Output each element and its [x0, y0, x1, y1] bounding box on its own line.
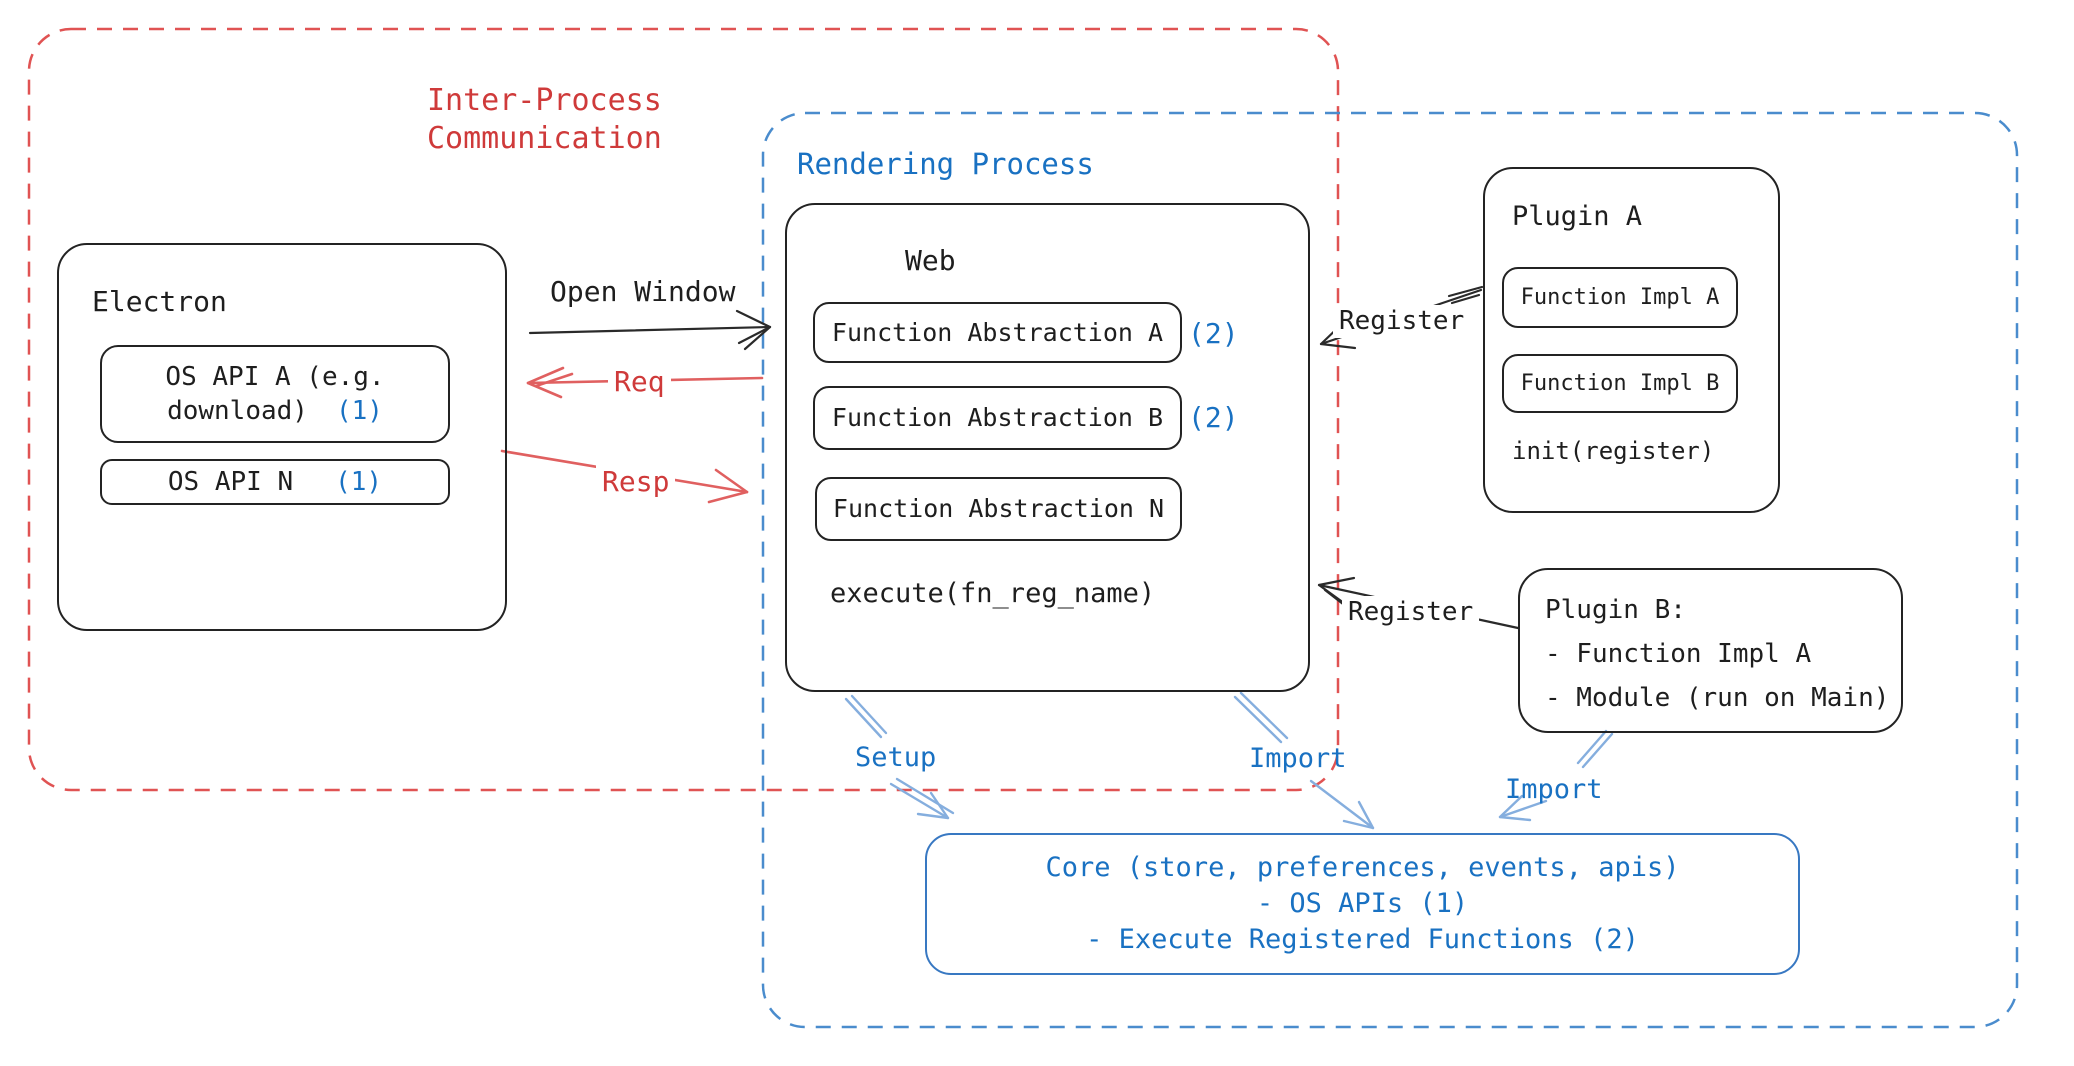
- function-impl-b-box: Function Impl B: [1502, 354, 1738, 413]
- import-plugin-arrow-seg1: [1581, 732, 1614, 769]
- register-a-arrow-tail: [1447, 285, 1484, 298]
- ipc-region-outline: [27, 27, 1340, 792]
- setup-arrow: [844, 694, 955, 820]
- function-abstraction-b-badge: (2): [1188, 401, 1239, 434]
- setup-arrow-seg2: [889, 782, 950, 820]
- open-window-arrow: [528, 309, 772, 351]
- os-api-a-text2: download): [167, 396, 308, 426]
- core-box: Core (store, preferences, events, apis) …: [925, 833, 1800, 975]
- setup-arrow-seg1: [844, 697, 883, 739]
- plugin-b-line1: Plugin B:: [1545, 595, 1686, 625]
- function-abstraction-b-box: Function Abstraction B: [813, 386, 1182, 450]
- setup-arrow-seg2-echo: [895, 777, 955, 815]
- plugin-b-box: [1518, 568, 1903, 733]
- resp-label: Resp: [596, 464, 676, 499]
- os-api-n-badge: (1): [335, 467, 383, 497]
- plugin-a-title: Plugin A: [1512, 201, 1643, 232]
- req-label: Req: [608, 364, 671, 399]
- import-web-arrow: [1233, 691, 1375, 830]
- core-line3: - Execute Registered Functions (2): [1086, 924, 1639, 955]
- electron-title: Electron: [92, 285, 227, 318]
- function-impl-b-text: Function Impl B: [1520, 370, 1720, 396]
- open-window-arrow-head-echo: [743, 325, 772, 351]
- import-web-arrow-seg2: [1309, 779, 1375, 830]
- ipc-label-line1: Inter-Process: [427, 83, 662, 118]
- import-plugin-arrow-seg1-echo: [1576, 729, 1608, 765]
- register-b-label: Register: [1342, 596, 1480, 629]
- os-api-a-text1: OS API A (e.g.: [165, 362, 385, 392]
- os-api-a-line2: download) (1): [167, 394, 383, 428]
- web-title: Web: [905, 244, 956, 277]
- import-plugin-label: Import: [1505, 774, 1603, 805]
- plugin-b-text: Plugin B: - Function Impl A - Module (ru…: [1545, 588, 1889, 720]
- electron-box: [57, 243, 507, 631]
- function-abstraction-b-text: Function Abstraction B: [831, 403, 1164, 432]
- function-impl-a-box: Function Impl A: [1502, 267, 1738, 328]
- init-register-label: init(register): [1512, 437, 1715, 465]
- core-line2: - OS APIs (1): [1256, 888, 1469, 919]
- function-abstraction-n-box: Function Abstraction N: [815, 477, 1182, 541]
- setup-arrow-head: [916, 791, 950, 820]
- import-plugin-arrow: [1498, 729, 1614, 822]
- register-a-arrow-tail-echo: [1450, 293, 1481, 305]
- req-arrow-head: [526, 366, 565, 399]
- open-window-arrow-shaft: [528, 325, 772, 335]
- web-box: [785, 203, 1310, 692]
- rendering-region-outline: [761, 111, 2019, 1029]
- os-api-a-badge: (1): [335, 396, 383, 426]
- ipc-label-line2: Communication: [427, 120, 662, 156]
- resp-arrow-head: [707, 468, 749, 504]
- import-web-arrow-seg1-echo: [1239, 691, 1289, 740]
- os-api-n-text: OS API N: [167, 467, 294, 497]
- function-abstraction-a-box: Function Abstraction A: [813, 302, 1182, 363]
- register-a-label: Register: [1333, 305, 1471, 338]
- req-arrow-head-echo: [534, 372, 574, 388]
- function-abstraction-a-text: Function Abstraction A: [831, 317, 1164, 347]
- function-abstraction-a-badge: (2): [1188, 317, 1239, 350]
- os-api-a-box: OS API A (e.g. download) (1): [100, 345, 450, 443]
- plugin-a-box: [1483, 167, 1780, 513]
- os-api-a-line1: OS API A (e.g.: [165, 360, 384, 394]
- function-abstraction-n-text: Function Abstraction N: [832, 494, 1165, 523]
- rendering-region-label: Rendering Process: [797, 147, 1094, 181]
- import-plugin-arrow-seg2: [1498, 799, 1548, 819]
- os-api-n-box: OS API N (1): [100, 459, 450, 505]
- import-web-label: Import: [1249, 743, 1347, 774]
- plugin-b-line2: - Function Impl A: [1545, 639, 1812, 669]
- plugin-b-line3: - Module (run on Main): [1545, 683, 1890, 713]
- import-web-arrow-head: [1342, 800, 1375, 830]
- os-api-n-line: OS API N (1): [168, 465, 382, 499]
- setup-arrow-seg1-echo: [850, 694, 888, 735]
- open-window-label: Open Window: [550, 275, 736, 308]
- ipc-region-label: Inter-Process Communication: [427, 82, 662, 157]
- setup-label: Setup: [855, 742, 937, 773]
- import-plugin-arrow-head: [1498, 794, 1532, 822]
- execute-label: execute(fn_reg_name): [830, 578, 1156, 609]
- function-impl-a-text: Function Impl A: [1520, 284, 1720, 310]
- core-line1: Core (store, preferences, events, apis): [1045, 852, 1680, 883]
- import-web-arrow-seg1: [1233, 695, 1283, 744]
